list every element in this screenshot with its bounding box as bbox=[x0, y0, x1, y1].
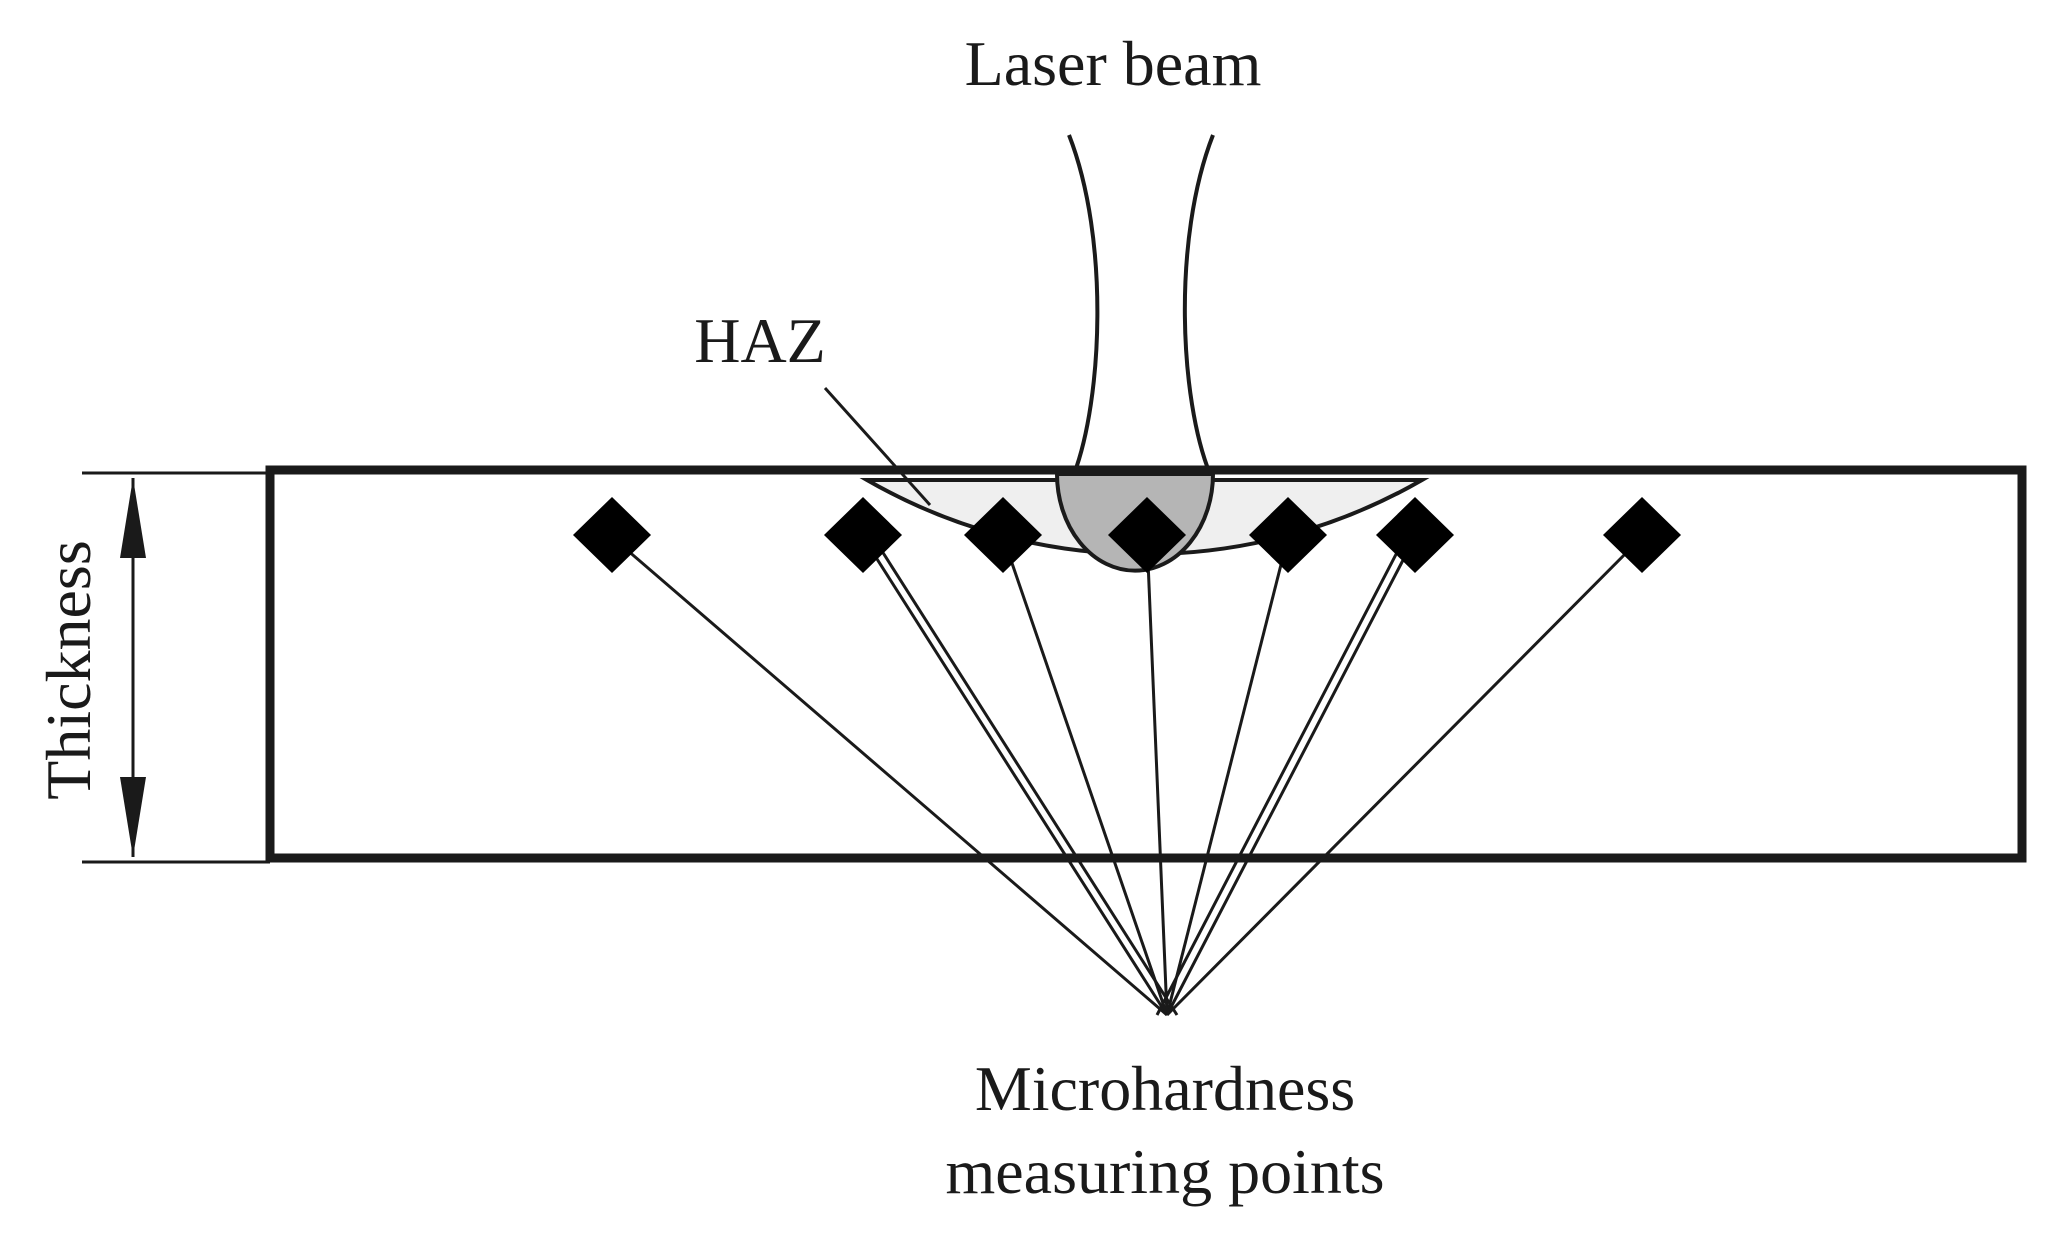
leader-3 bbox=[871, 536, 1179, 1016]
measuring-point-7 bbox=[1603, 497, 1681, 573]
measuring-point-5 bbox=[1249, 497, 1327, 573]
measuring-point-4 bbox=[1108, 497, 1186, 573]
thickness-arrow-down bbox=[120, 777, 146, 857]
leader-4 bbox=[1001, 536, 1169, 1016]
thickness-label: Thickness bbox=[33, 540, 104, 800]
leader-1 bbox=[611, 535, 1168, 1017]
workpiece-plate bbox=[265, 465, 2027, 863]
leader-2 bbox=[861, 536, 1169, 1016]
measuring-point-6 bbox=[1376, 497, 1454, 573]
leader-6 bbox=[1165, 536, 1290, 1016]
leader-9 bbox=[1165, 535, 1644, 1017]
measuring-point-2 bbox=[824, 497, 902, 573]
thickness-arrow-up bbox=[120, 478, 146, 558]
haz-leader-line bbox=[823, 386, 932, 507]
laser-beam-label: Laser beam bbox=[965, 28, 1262, 99]
measuring-points bbox=[573, 497, 1681, 573]
haz-label: HAZ bbox=[694, 305, 826, 376]
measuring-point-1 bbox=[573, 497, 651, 573]
leader-5 bbox=[1145, 536, 1169, 1016]
laser-beam-left-edge bbox=[1067, 134, 1100, 475]
microhardness-label-line2: measuring points bbox=[945, 1136, 1384, 1207]
measuring-point-leaders bbox=[611, 535, 1644, 1017]
laser-beam-right-edge bbox=[1182, 134, 1215, 475]
microhardness-label-line1: Microhardness bbox=[975, 1053, 1355, 1124]
measuring-point-3 bbox=[964, 497, 1042, 573]
leader-7 bbox=[1165, 536, 1417, 1016]
leader-8 bbox=[1155, 536, 1407, 1016]
